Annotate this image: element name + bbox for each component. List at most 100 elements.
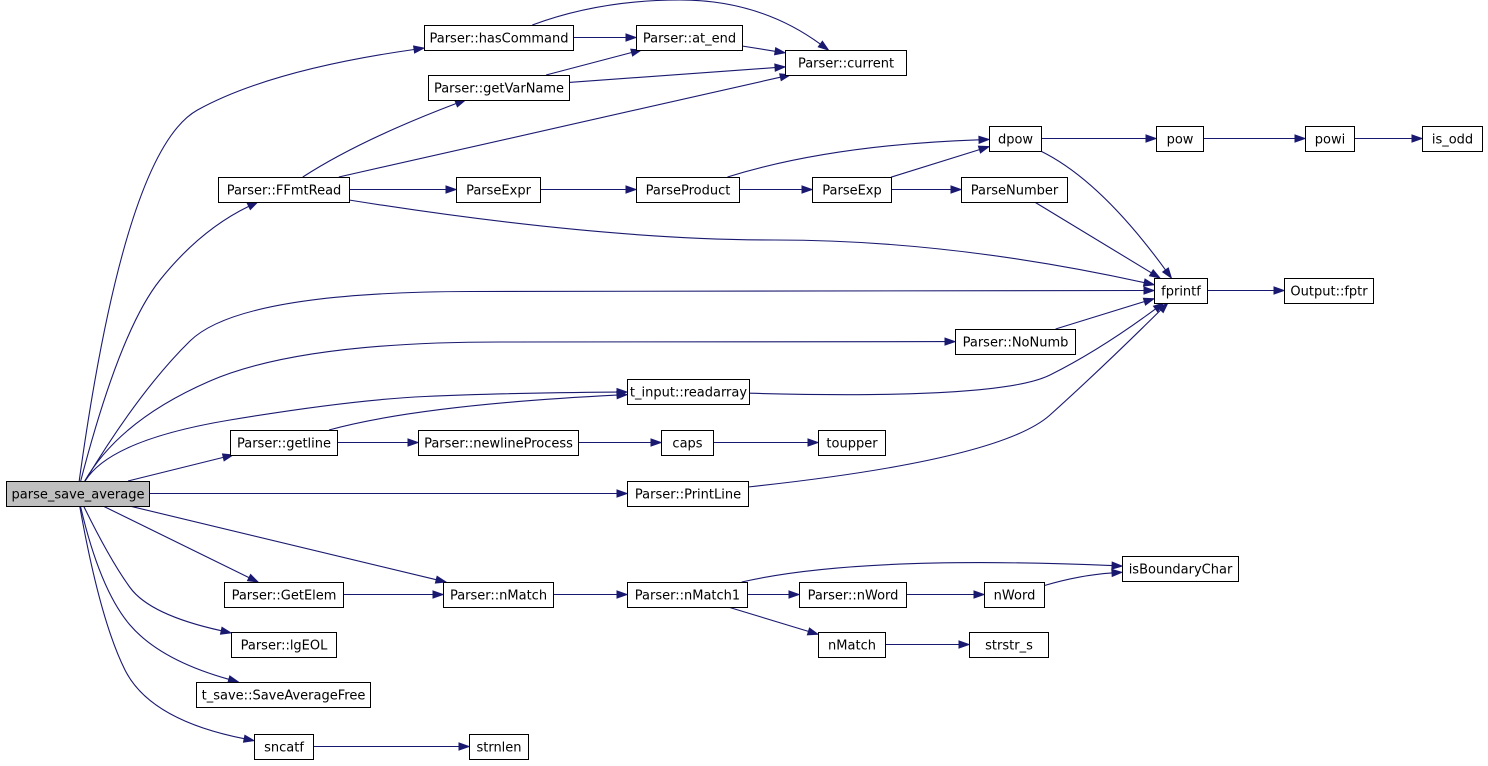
edge-ParseExp-to-ParseNumber — [891, 185, 963, 194]
edge-line — [727, 606, 809, 632]
edge-nMatchP-to-nMatch1 — [553, 590, 629, 599]
edge-nMatch-to-strstr_s — [885, 640, 971, 649]
edge-fprintf-to-fptr — [1207, 286, 1286, 295]
node-lgEOL[interactable]: Parser::lgEOL — [231, 632, 337, 658]
edge-line — [890, 149, 980, 178]
edge-parse_save_average-to-hasCommand — [78, 45, 426, 482]
node-parse_save_average[interactable]: parse_save_average — [6, 481, 150, 507]
node-toupper[interactable]: toupper — [818, 430, 886, 456]
arrowhead-icon — [1142, 278, 1156, 287]
arrowhead-icon — [454, 99, 467, 108]
node-fptr[interactable]: Output::fptr — [1284, 278, 1374, 304]
node-caps[interactable]: caps — [661, 430, 714, 456]
node-ParseExpr[interactable]: ParseExpr — [456, 177, 541, 203]
node-ParseNumber[interactable]: ParseNumber — [961, 177, 1068, 203]
node-readarray[interactable]: t_input::readarray — [627, 379, 750, 405]
node-getVarName[interactable]: Parser::getVarName — [428, 75, 570, 101]
node-label: Parser::FFmtRead — [227, 184, 342, 199]
edge-caps-to-toupper — [713, 438, 820, 447]
node-at_end[interactable]: Parser::at_end — [636, 25, 743, 51]
arrowhead-icon — [242, 734, 256, 743]
node-GetElem[interactable]: Parser::GetElem — [224, 582, 344, 608]
arrowhead-icon — [1145, 134, 1158, 143]
edge-parse_save_average-to-NoNumb — [84, 337, 957, 482]
node-is_odd[interactable]: is_odd — [1422, 126, 1483, 152]
edge-parse_save_average-to-GetElem — [102, 505, 260, 583]
arrowhead-icon — [788, 590, 801, 599]
edge-FFmtRead-to-ParseExpr — [349, 185, 458, 194]
node-fprintf[interactable]: fprintf — [1154, 278, 1208, 304]
arrowhead-icon — [227, 675, 240, 684]
edge-line — [741, 45, 776, 52]
node-label: nWord — [994, 589, 1036, 604]
edge-line — [1040, 150, 1166, 271]
edge-getVarName-to-current — [568, 63, 787, 83]
node-label: toupper — [826, 437, 878, 452]
node-getline[interactable]: Parser::getline — [230, 430, 338, 456]
node-box — [428, 75, 570, 101]
edge-ParseProduct-to-dpow — [727, 135, 991, 178]
node-label: ParseExpr — [466, 184, 531, 199]
node-box — [799, 582, 907, 608]
node-sncatf[interactable]: sncatf — [254, 734, 314, 760]
node-nMatch[interactable]: nMatch — [818, 632, 886, 658]
arrowhead-icon — [817, 40, 830, 51]
node-NoNumb[interactable]: Parser::NoNumb — [955, 329, 1076, 355]
arrowhead-icon — [434, 575, 448, 584]
node-box — [661, 430, 714, 456]
edge-newlineProcess-to-caps — [578, 438, 663, 447]
edge-parse_save_average-to-SaveAverageFree — [79, 505, 240, 684]
edge-parse_save_average-to-lgEOL — [83, 505, 233, 635]
edge-hasCommand-to-current — [532, 0, 830, 51]
edge-line — [129, 505, 437, 581]
node-FFmtRead[interactable]: Parser::FFmtRead — [218, 177, 350, 203]
edge-parse_save_average-to-PrintLine — [149, 489, 629, 498]
edge-NoNumb-to-fprintf — [1055, 297, 1156, 330]
node-isBoundaryChar[interactable]: isBoundaryChar — [1122, 556, 1239, 582]
node-box — [627, 379, 750, 405]
arrowhead-icon — [801, 185, 814, 194]
node-nMatch1[interactable]: Parser::nMatch1 — [627, 582, 748, 608]
node-label: is_odd — [1432, 133, 1473, 148]
node-label: Parser::PrintLine — [635, 488, 741, 503]
node-label: Parser::at_end — [643, 32, 736, 47]
node-box — [1422, 126, 1483, 152]
arrowhead-icon — [977, 145, 991, 154]
arrowhead-icon — [1111, 561, 1124, 570]
edge-line — [102, 505, 250, 579]
node-nMatchP[interactable]: Parser::nMatch — [443, 582, 554, 608]
node-ParseExp[interactable]: ParseExp — [812, 177, 892, 203]
edge-line — [727, 139, 980, 178]
arrowhead-icon — [1111, 568, 1124, 578]
node-powi[interactable]: powi — [1305, 126, 1355, 152]
edge-line — [127, 456, 224, 482]
node-strstr_s[interactable]: strstr_s — [969, 632, 1049, 658]
node-ParseProduct[interactable]: ParseProduct — [636, 177, 740, 203]
edge-FFmtRead-to-getVarName — [302, 99, 467, 178]
node-box — [955, 329, 1076, 355]
edge-at_end-to-current — [741, 45, 787, 56]
edge-line — [747, 309, 1162, 488]
edge-hasCommand-to-at_end — [573, 33, 638, 42]
node-label: caps — [672, 437, 702, 452]
arrowhead-icon — [432, 590, 445, 599]
node-pow[interactable]: pow — [1156, 126, 1204, 152]
node-current[interactable]: Parser::current — [785, 50, 907, 76]
edge-line — [741, 562, 1113, 583]
edge-line — [348, 199, 1145, 284]
node-nWordP[interactable]: Parser::nWord — [799, 582, 907, 608]
node-hasCommand[interactable]: Parser::hasCommand — [424, 25, 574, 51]
edge-line — [1043, 572, 1113, 587]
node-nWord[interactable]: nWord — [984, 582, 1045, 608]
node-strnlen[interactable]: strnlen — [469, 734, 529, 760]
arrowhead-icon — [246, 573, 260, 583]
arrowhead-icon — [246, 201, 260, 211]
node-dpow[interactable]: dpow — [989, 126, 1042, 152]
node-box — [6, 481, 150, 507]
node-label: pow — [1167, 133, 1194, 148]
node-PrintLine[interactable]: Parser::PrintLine — [627, 481, 749, 507]
node-SaveAverageFree[interactable]: t_save::SaveAverageFree — [196, 682, 371, 708]
node-newlineProcess[interactable]: Parser::newlineProcess — [418, 430, 579, 456]
